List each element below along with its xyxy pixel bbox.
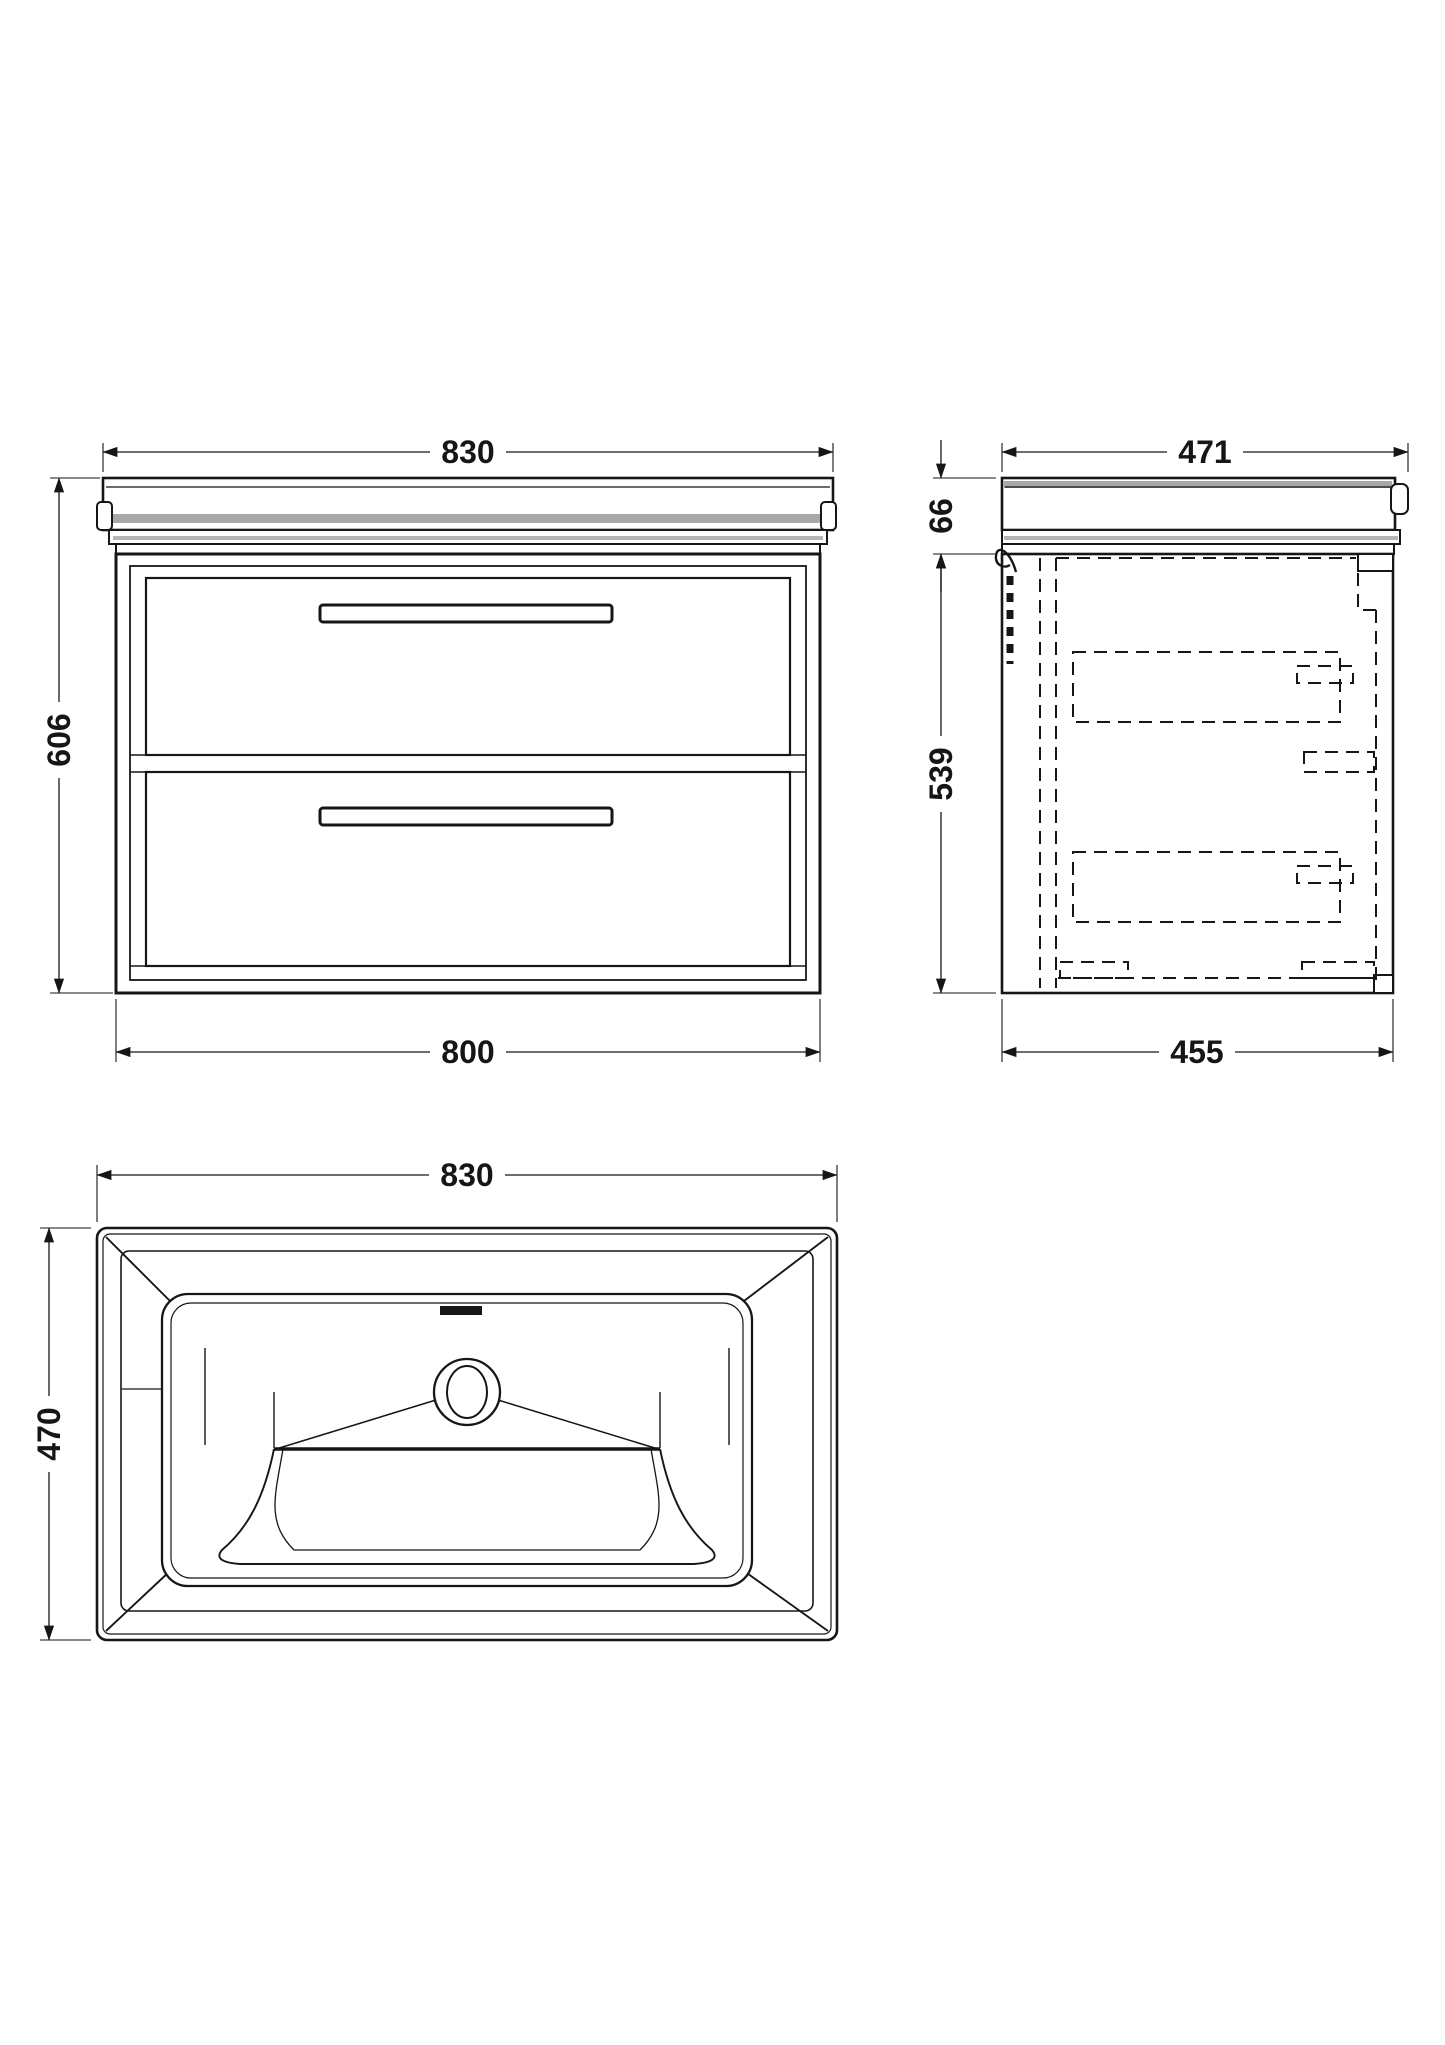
side-dim-455: 455	[1001, 999, 1394, 1070]
front-cabinet	[114, 552, 822, 995]
front-countertop	[96, 476, 837, 555]
front-dim-830: 830	[102, 434, 834, 472]
front-counter-molding-shadow	[113, 536, 823, 540]
plan-side-wall-lines	[204, 1348, 730, 1445]
side-front-panel-hidden	[1357, 573, 1377, 988]
side-hidden-detail	[1039, 557, 1377, 988]
plan-dim-top-label: 830	[440, 1157, 493, 1193]
plan-rim-inner	[170, 1302, 744, 1579]
side-counter-front-lip	[1390, 483, 1409, 515]
side-cabinet-outline	[1000, 552, 1395, 995]
side-countertop	[1000, 476, 1409, 555]
front-view: 830 606 800	[41, 434, 837, 1070]
side-dim-471: 471	[1001, 434, 1409, 472]
plan-dim-left-label: 470	[31, 1407, 67, 1460]
side-dim-cabinet-label: 539	[923, 747, 959, 800]
side-counter-shadow	[1004, 481, 1392, 488]
side-bottom-right-bracket	[1301, 961, 1375, 979]
side-dim-bottom-label: 455	[1170, 1034, 1223, 1070]
front-dim-bottom-label: 800	[441, 1034, 494, 1070]
front-dim-top-label: 830	[441, 434, 494, 470]
plan-overflow-slot	[440, 1306, 482, 1315]
side-wall-bracket-icon	[994, 548, 1018, 664]
side-bottom-left-bracket	[1059, 961, 1129, 979]
side-drawer-1-box	[1072, 651, 1341, 723]
front-drawer-2-handle	[318, 806, 614, 827]
front-dim-800: 800	[115, 999, 821, 1070]
plan-drain-inner	[446, 1365, 488, 1419]
side-dim-66: 66	[923, 440, 996, 592]
plan-inner-wall-lines	[273, 1392, 661, 1448]
side-view: 471 66 539 455	[923, 434, 1409, 1070]
plan-outer-inner-line	[102, 1233, 832, 1635]
front-counter-right-lip	[820, 501, 837, 531]
front-dim-left-label: 606	[41, 713, 77, 766]
front-dim-606: 606	[41, 477, 113, 994]
side-mid-bracket	[1303, 751, 1375, 773]
front-cabinet-inner-frame	[129, 565, 807, 981]
side-dim-counter-label: 66	[923, 498, 959, 534]
side-drawer-1-runner	[1296, 665, 1354, 684]
side-counter-molding-2	[1001, 543, 1395, 555]
front-counter-shadow	[107, 514, 829, 523]
plan-rim-outer	[160, 1292, 754, 1588]
side-counter-molding-shadow	[1004, 536, 1398, 540]
side-dim-top-label: 471	[1178, 434, 1231, 470]
plan-dim-470: 470	[31, 1227, 91, 1641]
plan-apron-outer-curve	[218, 1448, 716, 1565]
front-mid-rail	[130, 754, 806, 773]
plan-bottom-ridges	[275, 1399, 659, 1450]
side-top-front-block	[1357, 553, 1394, 572]
plan-dim-830: 830	[96, 1157, 838, 1222]
plan-corner-diagonals	[105, 1236, 829, 1632]
plan-basin-bowl	[160, 1292, 754, 1588]
front-counter-left-lip	[96, 501, 113, 531]
side-drawer-2-box	[1072, 851, 1341, 923]
plan-view: 830 470	[31, 1157, 839, 1642]
side-drawer-2-runner	[1296, 865, 1354, 884]
front-drawer-1-handle	[318, 603, 614, 624]
side-dim-539: 539	[923, 553, 996, 994]
plan-deck-edge	[120, 1250, 814, 1612]
plan-apron-inner-curve	[274, 1448, 660, 1551]
side-bottom-front-block	[1373, 974, 1394, 994]
front-drawer-2	[144, 770, 792, 968]
side-cabinet	[994, 548, 1395, 995]
